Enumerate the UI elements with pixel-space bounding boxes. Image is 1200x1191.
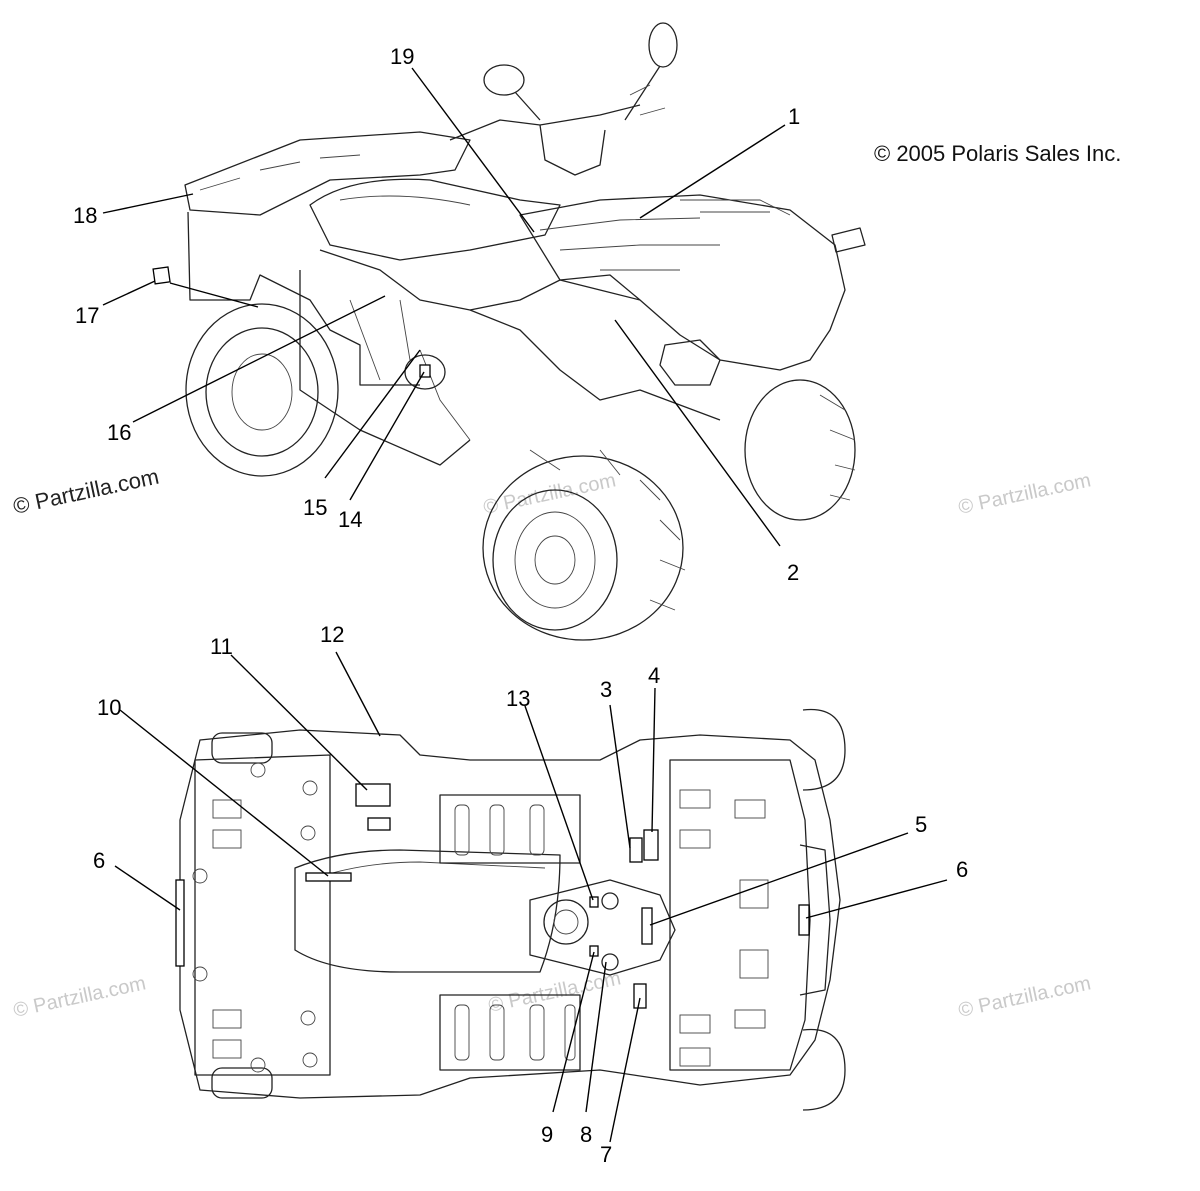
decal-3 [629,837,643,863]
decal-6-rear [175,879,185,967]
callout-1: 1 [788,104,800,129]
callout-11: 11 [210,634,233,659]
callout-3: 3 [600,677,612,702]
callout-19: 19 [390,44,414,69]
watermark-left-lower: © Partzilla.com [11,972,147,1022]
callout-7: 7 [600,1142,612,1167]
decal-11 [355,783,391,807]
callout-13: 13 [506,686,530,711]
decal-9 [589,945,599,957]
callout-16: 16 [107,420,131,445]
copyright-text: © 2005 Polaris Sales Inc. [874,141,1121,166]
decal-7 [633,983,647,1009]
decal-5 [641,907,653,945]
callout-17: 17 [75,303,99,328]
decal-4 [643,829,659,861]
callout-5: 5 [915,812,927,837]
decal-10 [305,872,352,882]
atv-side-view [184,22,866,641]
callout-4: 4 [648,663,660,688]
callout-9: 9 [541,1122,553,1147]
callout-6-front: 6 [956,857,968,882]
callout-6-rear: 6 [93,848,105,873]
watermark-partzilla: © Partzilla.com [11,464,161,519]
leader-lines [102,67,948,1143]
atv-top-view [179,708,846,1111]
callout-15: 15 [303,495,327,520]
decal-14 [419,364,431,378]
callout-labels: 1 2 3 4 5 6 6 7 8 9 10 11 12 13 14 15 16… [73,44,968,1167]
decal-13 [589,896,599,908]
watermark-right-lower: © Partzilla.com [956,972,1092,1022]
watermark-right-upper: © Partzilla.com [956,469,1092,519]
callout-18: 18 [73,203,97,228]
callout-2: 2 [787,560,799,585]
decal-6-front [798,904,810,936]
decal-11b [367,817,391,831]
decal-17-square [152,266,171,285]
callout-12: 12 [320,622,344,647]
callout-8: 8 [580,1122,592,1147]
callout-14: 14 [338,507,362,532]
callout-10: 10 [97,695,121,720]
